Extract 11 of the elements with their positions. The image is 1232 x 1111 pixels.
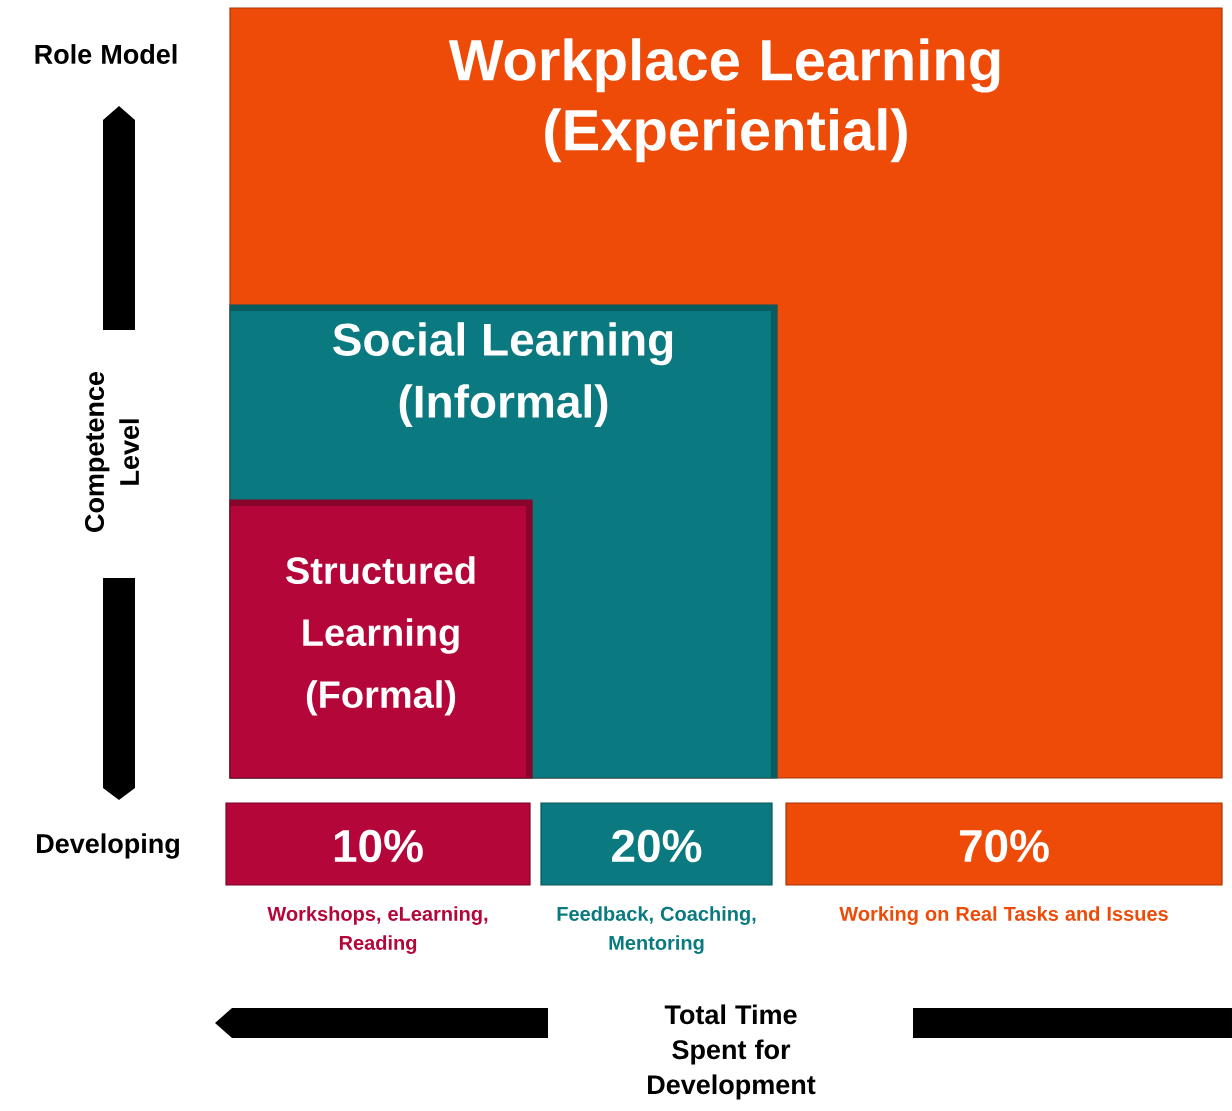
axis-label: Role Model [35,44,177,64]
percent-box: 20% [540,802,773,886]
caption-text: Working on Real Tasks and Issues [839,906,1168,925]
percent-box: 70% [785,802,1223,886]
axis-label: Competence Level [84,371,140,532]
caption-text: Feedback, Coaching, Mentoring [557,906,756,954]
caption-text: Workshops, eLearning, Reading [267,906,488,954]
axis-label: Developing [37,833,179,859]
axis-label: Total Time Spent for Development [648,1004,816,1100]
region-box: Structured Learning (Formal) [229,499,533,779]
percent-box: 10% [225,802,531,886]
